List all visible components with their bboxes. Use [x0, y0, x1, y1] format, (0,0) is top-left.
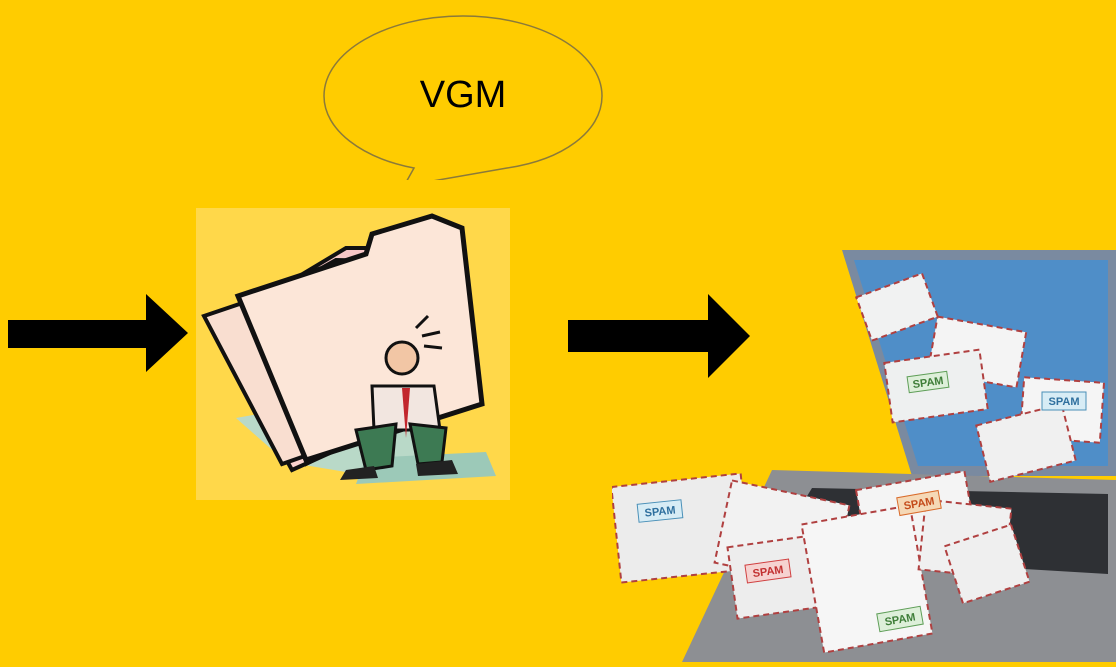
- speech-bubble: VGM: [322, 14, 604, 180]
- folder-carrier-clipart: [196, 208, 510, 500]
- spam-stamp-text: SPAM: [1049, 396, 1080, 408]
- laptop-spam-illustration: SPAM SPAM SPAM SPAM SPAM SPAM: [612, 244, 1116, 662]
- folder-carrier-image: [196, 208, 510, 500]
- speech-bubble-text: VGM: [322, 74, 604, 117]
- spam-laptop-image: SPAM SPAM SPAM SPAM SPAM SPAM: [612, 244, 1116, 662]
- right-arrow-icon: [8, 294, 192, 374]
